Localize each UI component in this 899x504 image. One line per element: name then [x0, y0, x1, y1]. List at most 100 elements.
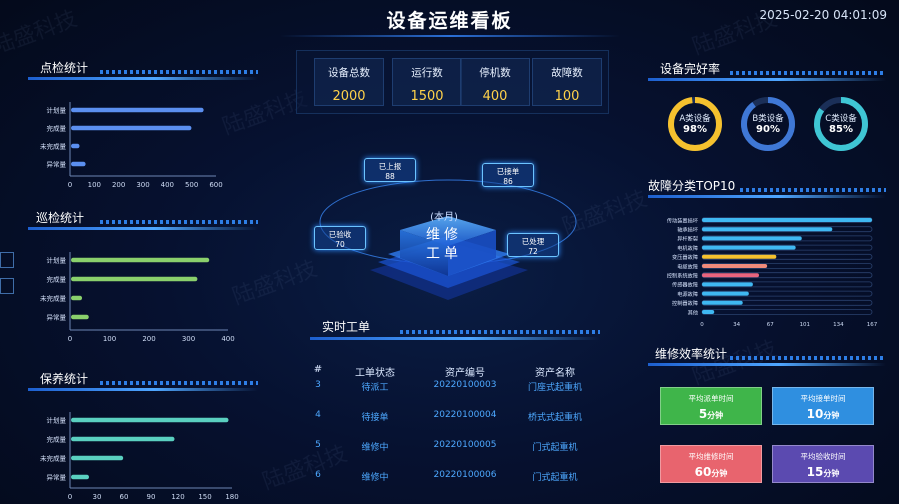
cell-asset-name: 门座式起重机 — [527, 383, 582, 393]
title-deco — [100, 381, 258, 385]
eff-verify: 平均验收时间 15分钟 — [772, 445, 874, 483]
bar — [702, 273, 760, 278]
bar — [702, 300, 743, 305]
cube-left — [400, 230, 448, 276]
page-title: 设备运维看板 — [386, 10, 513, 32]
stat-value: 100 — [554, 89, 580, 104]
bar — [71, 295, 83, 301]
bar — [71, 257, 210, 263]
bar — [702, 245, 796, 250]
category-label: 传感器故障 — [672, 281, 698, 289]
title-deco — [100, 70, 258, 74]
category-label: 电源故障 — [677, 290, 698, 298]
eff-value: 60分钟 — [661, 465, 761, 479]
ring-progress — [741, 97, 795, 151]
category-label: 未完成量 — [40, 294, 67, 303]
eff-repair: 平均维修时间 60分钟 — [660, 445, 762, 483]
bar — [71, 474, 89, 480]
ring-progress — [668, 97, 722, 151]
category-label: 异常量 — [47, 160, 67, 169]
stat-stopped: 停机数 400 — [460, 58, 530, 106]
tick-label: 300 — [182, 335, 195, 343]
bar — [702, 282, 753, 287]
cell-index: 6 — [315, 470, 321, 480]
cell-asset-name: 门式起重机 — [532, 443, 578, 453]
center-period: (本月) — [430, 212, 458, 223]
bar — [702, 310, 715, 314]
rate-label: C类设备 — [825, 114, 857, 124]
eff-accept: 平均接单时间 10分钟 — [772, 387, 874, 425]
stat-label: 设备总数 — [328, 67, 370, 79]
tick-label: 60 — [120, 493, 129, 501]
cell-asset-name: 桥式式起重机 — [527, 413, 582, 423]
table-row[interactable]: 6 维修中 20220100006 门式起重机 — [300, 470, 600, 500]
title-underline — [310, 337, 600, 340]
table-row[interactable]: 4 待接单 20220100004 桥式式起重机 — [300, 410, 600, 440]
category-label: 计划量 — [47, 416, 67, 425]
stat-total: 设备总数 2000 — [314, 58, 384, 106]
cell-status: 维修中 — [361, 473, 389, 483]
node-label: 已处理 — [521, 237, 545, 246]
stat-running: 运行数 1500 — [392, 58, 462, 106]
tick-label: 200 — [112, 181, 125, 189]
node-processed[interactable]: 已处理 72 — [507, 233, 559, 257]
realtime-title: 实时工单 — [322, 320, 371, 334]
category-label: 异杆断裂 — [677, 235, 698, 243]
eff-unit: 分钟 — [823, 411, 840, 420]
category-label: 电机故障 — [677, 244, 698, 252]
bar — [71, 455, 124, 461]
tick-label: 300 — [136, 181, 149, 189]
tick-label: 167 — [867, 322, 878, 328]
cell-asset-no: 20220100006 — [433, 470, 497, 480]
rate-label: B类设备 — [752, 114, 784, 124]
node-verified[interactable]: 已验收 70 — [314, 226, 366, 250]
eff-dispatch: 平均派单时间 5分钟 — [660, 387, 762, 425]
cell-asset-no: 20220100003 — [433, 380, 497, 390]
rate-value: 90% — [756, 124, 780, 135]
maint-title: 保养统计 — [40, 372, 89, 386]
rate-a: A类设备 98% — [667, 112, 723, 135]
table-row[interactable]: 3 待派工 20220100003 门座式起重机 — [300, 380, 600, 410]
tick-label: 67 — [767, 322, 774, 328]
tick-label: 30 — [93, 493, 102, 501]
cell-status: 维修中 — [361, 443, 389, 453]
bar — [702, 254, 777, 259]
realtime-table: # 工单状态 资产编号 资产名称 3 待派工 20220100003 门座式起重… — [300, 364, 600, 500]
node-reported[interactable]: 已上报 88 — [364, 158, 416, 182]
title-underline — [648, 195, 886, 198]
rate-c: C类设备 85% — [813, 112, 869, 135]
table-row[interactable]: 5 维修中 20220100005 门式起重机 — [300, 440, 600, 470]
center-line1: 维修 — [426, 227, 462, 243]
bar-track — [701, 309, 873, 315]
stat-fault: 故障数 100 — [532, 58, 602, 106]
tick-label: 600 — [209, 181, 222, 189]
stat-value: 400 — [482, 89, 508, 104]
title-underline — [28, 388, 258, 391]
rate-label: A类设备 — [679, 114, 711, 124]
eff-label: 平均派单时间 — [688, 394, 734, 403]
cell-asset-no: 20220100005 — [433, 440, 497, 450]
table-header: # 工单状态 资产编号 资产名称 — [300, 364, 600, 379]
bar — [71, 436, 175, 442]
cube-top — [400, 216, 496, 246]
category-label: 未完成量 — [40, 454, 67, 463]
stat-label: 停机数 — [479, 67, 511, 79]
node-value: 72 — [528, 247, 538, 256]
efficiency-title: 维修效率统计 — [655, 347, 728, 361]
tick-label: 120 — [171, 493, 184, 501]
category-label: 变压器故障 — [672, 253, 698, 261]
eff-number: 5 — [698, 407, 708, 421]
eff-unit: 分钟 — [707, 411, 724, 420]
node-accepted[interactable]: 已接单 86 — [482, 163, 534, 187]
cell-asset-no: 20220100004 — [433, 410, 497, 420]
eff-number: 10 — [806, 407, 824, 421]
tick-label: 134 — [833, 322, 844, 328]
bar — [71, 314, 89, 320]
patrol-title: 巡检统计 — [36, 211, 85, 225]
tick-label: 0 — [68, 181, 72, 189]
rate-value: 85% — [829, 124, 853, 135]
